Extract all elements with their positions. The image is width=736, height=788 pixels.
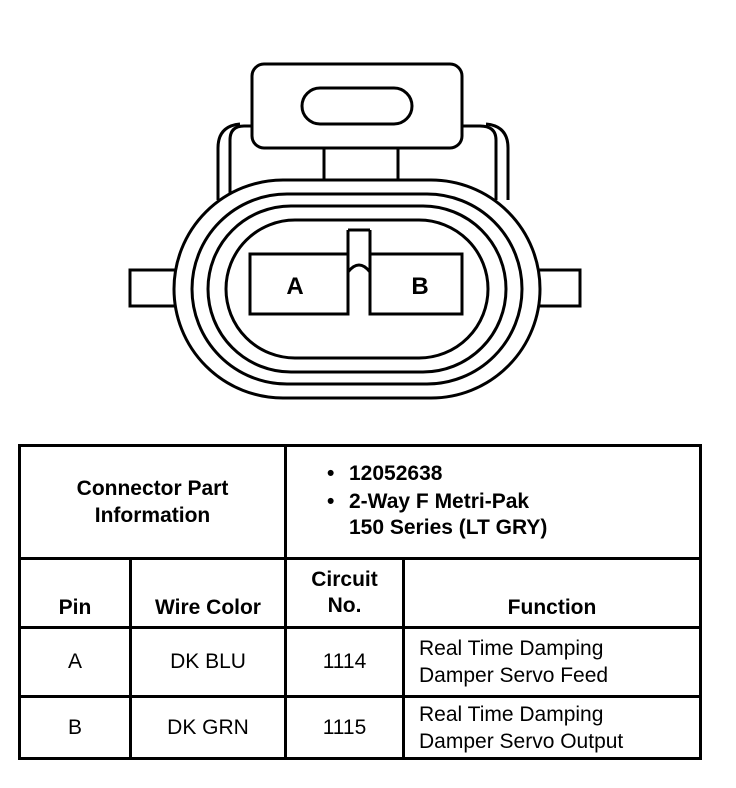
column-header-circuit-line-1: Circuit (311, 568, 378, 591)
connector-info-heading: Connector Part Information (21, 447, 284, 557)
table-row-a-function: Real Time Damping Damper Servo Feed (405, 629, 699, 695)
table-row-a-pin: A (21, 629, 129, 695)
table-row-b-wire-color: DK GRN (132, 698, 284, 757)
column-header-function-label: Function (507, 596, 597, 619)
latch-tab (250, 62, 464, 150)
part-description-line-2: 150 Series (LT GRY) (349, 516, 548, 539)
connector-diagram: A B (128, 62, 582, 400)
cavity-label-a: A (286, 273, 303, 300)
part-description-line-1: 2-Way F Metri-Pak (349, 490, 530, 513)
column-header-wire-color: Wire Color (132, 560, 284, 626)
outer-shell (172, 178, 542, 400)
column-header-circuit: Circuit No. (287, 560, 402, 626)
part-info-item: • 2-Way F Metri-Pak 150 Series (LT GRY) (327, 489, 699, 541)
part-number: 12052638 (349, 462, 443, 485)
wire-color-value: DK GRN (167, 715, 249, 739)
divider (129, 557, 132, 757)
wire-color-value: DK BLU (170, 650, 246, 673)
table-row-a-circuit: 1114 (287, 629, 402, 695)
heading-line-1: Connector Part (76, 477, 229, 500)
function-line-2: Damper Servo Output (419, 729, 624, 753)
pin-value: A (67, 650, 82, 673)
connector-face-drawing: A B (128, 62, 582, 400)
column-header-circuit-line-2: No. (327, 594, 362, 617)
table-row-b-function: Real Time Damping Damper Servo Output (405, 698, 699, 757)
cavity-b (368, 252, 464, 316)
column-header-function: Function (405, 560, 699, 626)
column-header-wire-color-label: Wire Color (155, 596, 261, 619)
bullet-icon: • (327, 462, 335, 485)
heading-line-2: Information (94, 504, 211, 527)
table-row-b-pin: B (21, 698, 129, 757)
cavity-label-b: B (411, 273, 428, 300)
divider (21, 557, 699, 560)
table-row-a-wire-color: DK BLU (132, 629, 284, 695)
divider (21, 695, 699, 698)
divider (402, 557, 405, 757)
part-info-item: • 12052638 (327, 461, 699, 487)
part-info-list: • 12052638 • 2-Way F Metri-Pak 150 Serie… (287, 447, 699, 557)
table-row-b-circuit: 1115 (287, 698, 402, 757)
column-header-pin-label: Pin (58, 596, 92, 619)
column-header-pin: Pin (21, 560, 129, 626)
divider (284, 447, 287, 627)
connector-info-table: Connector Part Information • 12052638 • … (18, 444, 702, 760)
pin-value: B (67, 715, 82, 739)
divider (284, 557, 287, 757)
circuit-value: 1115 (322, 715, 367, 739)
function-line-1: Real Time Damping (419, 637, 604, 660)
latch-slot (300, 86, 414, 126)
bullet-icon: • (327, 490, 335, 513)
function-line-2: Damper Servo Feed (419, 664, 609, 687)
left-ear (128, 268, 182, 308)
function-line-1: Real Time Damping (419, 702, 604, 726)
circuit-value: 1114 (322, 650, 367, 673)
divider (21, 626, 699, 629)
